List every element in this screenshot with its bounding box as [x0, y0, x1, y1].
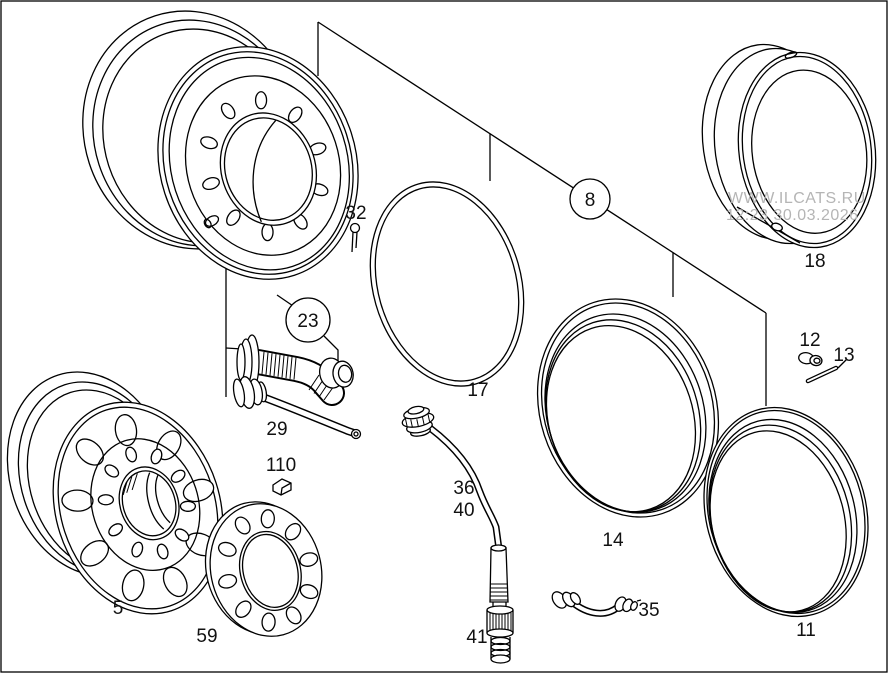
- wheel-stud-and-nut-23: [236, 334, 354, 406]
- part-label-13: 13: [833, 345, 854, 366]
- rim-bolt-holes: [200, 91, 329, 242]
- part-labels: 32 17 18 12 13 14 11 5 59 29 110 36 40 4…: [113, 203, 855, 648]
- disc-wheel-5: [6, 371, 224, 615]
- part-label-11: 11: [796, 620, 816, 641]
- hose-35: [551, 591, 642, 617]
- part-label-12: 12: [799, 330, 820, 351]
- part-label-14: 14: [602, 530, 624, 551]
- callout-23: 23: [285, 297, 331, 343]
- seal-ring-17: [369, 181, 525, 387]
- pin-13: [805, 358, 848, 384]
- part-label-17: 17: [467, 380, 488, 401]
- part-label-29: 29: [266, 419, 287, 440]
- side-ring-14: [536, 298, 720, 518]
- callout-8: 8: [569, 178, 611, 220]
- group-8-leader-lines: [317, 21, 767, 406]
- wheel-stud-holes: [97, 446, 197, 560]
- part-label-41: 41: [466, 627, 487, 648]
- valve-extension-36-40: [401, 405, 514, 664]
- lock-ring-11: [703, 406, 869, 618]
- extension-sleeve: [489, 544, 509, 608]
- cotter-pin-32: [349, 222, 361, 253]
- tire-valve-29: [232, 376, 362, 440]
- sleeve-12: [798, 351, 823, 367]
- rim-band-18: [701, 43, 877, 249]
- part-label-5: 5: [113, 598, 124, 619]
- wheel-vent-holes: [61, 414, 217, 602]
- watermark-timestamp: 12:23 30.03.2026: [726, 207, 859, 224]
- part-label-59: 59: [196, 626, 217, 647]
- extension-cap: [401, 405, 435, 437]
- front-rim-assembly: [82, 10, 359, 280]
- part-label-40: 40: [453, 500, 474, 521]
- watermark-site: WWW.ILCATS.RU: [728, 190, 866, 207]
- callout-23-label: 23: [297, 311, 318, 332]
- part-label-110: 110: [266, 455, 296, 476]
- rim-valve-nub: [203, 215, 220, 229]
- clip-110: [272, 478, 292, 496]
- clamp-disc-59: [204, 501, 323, 637]
- disc-holes: [217, 509, 319, 632]
- wheel-nut: [318, 357, 354, 389]
- connector-41: [486, 605, 514, 664]
- watermark: WWW.ILCATS.RU 12:23 30.03.2026: [726, 190, 866, 224]
- part-label-18: 18: [804, 251, 825, 272]
- part-label-35: 35: [638, 600, 659, 621]
- part-label-36: 36: [453, 478, 474, 499]
- callout-8-label: 8: [585, 190, 596, 211]
- part-label-32: 32: [345, 203, 366, 224]
